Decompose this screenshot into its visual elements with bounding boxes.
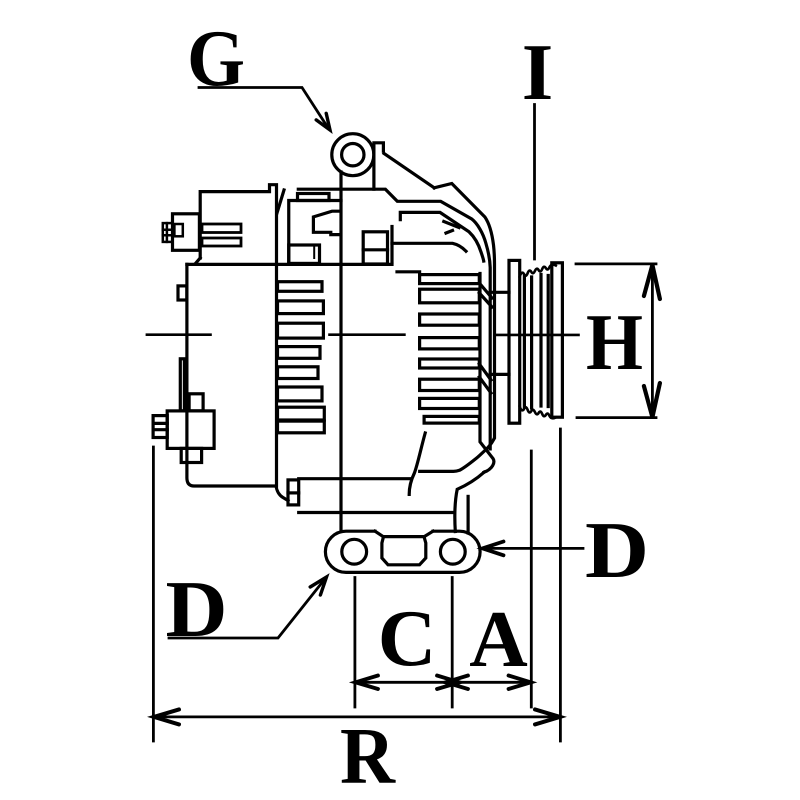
- svg-text:H: H: [586, 297, 643, 387]
- svg-text:I: I: [522, 27, 554, 117]
- svg-text:C: C: [378, 593, 437, 683]
- svg-text:R: R: [340, 711, 396, 800]
- svg-text:A: A: [469, 594, 528, 684]
- svg-text:G: G: [187, 13, 245, 103]
- svg-text:D: D: [166, 564, 228, 654]
- svg-text:D: D: [585, 505, 649, 595]
